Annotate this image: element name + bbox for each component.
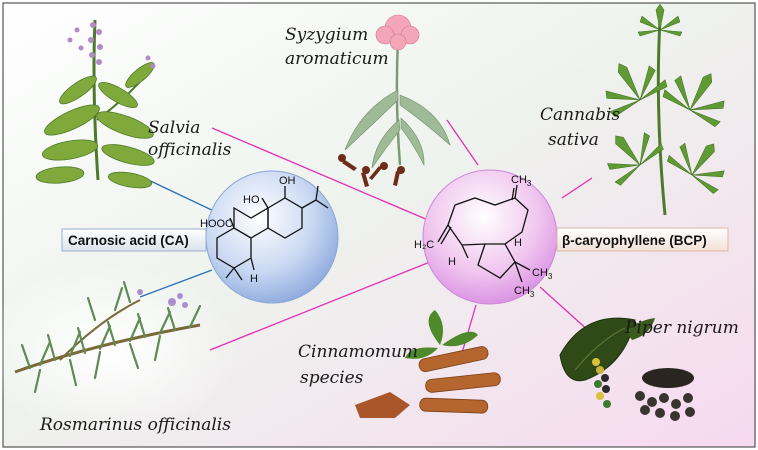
bcp-atom-ch3-top: CH3 [511,174,532,188]
salvia-plant-illustration [35,19,156,189]
cannabis-plant-illustration [605,3,725,216]
bcp-atom-h-right: H [514,237,522,249]
bcp-label-text: β-caryophyllene (BCP) [562,233,707,248]
bcp-label-box: β-caryophyllene (BCP) [556,227,729,252]
link-ca-salvia [139,175,219,214]
label-cannabis-line1: Cannabis [540,105,620,125]
link-bcp-cinnamomum [461,304,477,354]
label-cinnamomum-line2: species [300,368,364,388]
ca-label-text: Carnosic acid (CA) [68,233,189,248]
syzygium-plant-illustration [338,14,451,187]
label-syzygium-line2: aromaticum [285,49,389,69]
link-bcp-syzygium [446,119,479,166]
bcp-atom-ch3-a: CH3 [532,267,553,281]
ca-connectors [139,175,219,298]
bcp-connectors [209,119,593,354]
ca-atom-hooc: HOOC [200,218,233,230]
link-bcp-cannabis [561,177,593,199]
carnosic-acid-structure [216,185,329,281]
label-syzygium-line1: Syzygium [285,25,368,45]
label-salvia-line1: Salvia [148,118,200,138]
rosmarinus-plant-illustration [14,280,202,394]
rosemary-glow [0,265,240,435]
link-bcp-piper [539,286,591,333]
ca-atom-h: H [250,273,258,285]
link-bcp-salvia [211,127,429,221]
label-cannabis-line2: sativa [548,130,599,150]
carnosic-acid-sphere: OH HO HOOC H [200,170,339,304]
ca-label-box: Carnosic acid (CA) [61,228,207,252]
label-cinnamomum-line1: Cinnamomum [298,342,418,362]
link-bcp-rosmarinus [209,261,431,351]
piper-illustration [559,317,695,421]
link-ca-rosmarinus [139,269,213,298]
bcp-atom-h: H [448,256,456,268]
bcp-structure [437,184,531,283]
bcp-atom-h2c: H₂C [414,239,434,251]
bcp-atom-ch3-b: CH3 [514,285,535,299]
ca-atom-ho: HO [243,194,260,206]
cinnamomum-illustration [355,310,501,418]
label-piper: Piper nigrum [624,318,739,338]
label-rosmarinus: Rosmarinus officinalis [39,415,231,435]
bcp-sphere: CH3 H₂C H H CH3 CH3 [414,169,558,305]
ca-atom-oh: OH [279,175,296,187]
label-salvia-line2: officinalis [148,140,232,160]
